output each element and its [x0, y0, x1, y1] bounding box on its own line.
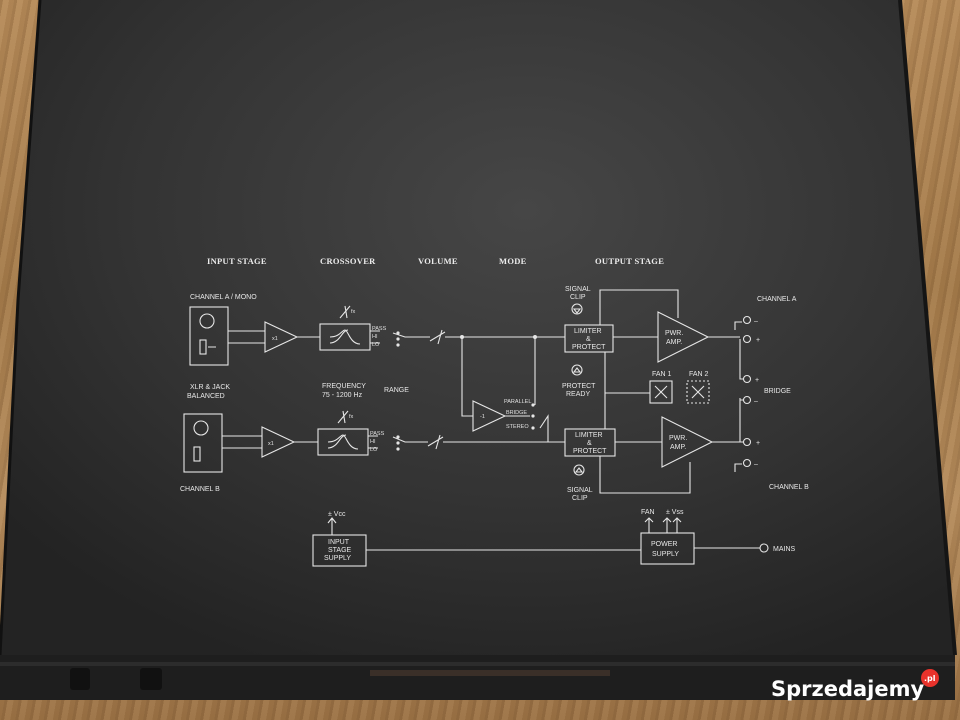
label-signal-b: SIGNAL [567, 487, 593, 494]
label-clip-a: CLIP [570, 294, 586, 301]
label-channel-b-left: CHANNEL B [180, 486, 220, 493]
mode-bridge: BRIDGE [506, 410, 527, 416]
input-connector-a [189, 306, 229, 366]
pass-label: PASS [370, 431, 385, 437]
knob [140, 668, 162, 690]
label-fan1: FAN 1 [652, 371, 672, 378]
input-supply-line3: SUPPLY [324, 555, 351, 562]
label-signal-a: SIGNAL [565, 286, 591, 293]
label-bridge-right: BRIDGE [764, 388, 791, 395]
mode-stereo: STEREO [506, 424, 529, 430]
terminal-plus: + [756, 440, 760, 447]
power-supply-line2: SUPPLY [652, 551, 679, 558]
lo-label: LO [370, 447, 378, 453]
label-channel-a-right: CHANNEL A [757, 296, 797, 303]
amp-label: AMP. [666, 339, 682, 346]
hi-label: HI [372, 334, 378, 340]
power-amp-b [661, 416, 714, 468]
header-mode: MODE [499, 256, 527, 266]
fx-label: fx [349, 414, 354, 420]
terminal [742, 374, 752, 384]
amp-label: AMP. [670, 444, 686, 451]
protect-label: PROTECT [572, 344, 606, 351]
label-vss: ± Vss [666, 509, 684, 516]
limiter-protect-a [564, 324, 614, 353]
label-clip-b: CLIP [572, 495, 588, 502]
label-protect: PROTECT [562, 383, 596, 390]
watermark-text: Sprzedajemy [771, 677, 925, 701]
terminal-plus: + [756, 337, 760, 344]
input-supply-line2: STAGE [328, 547, 352, 554]
label-frequency: FREQUENCY [322, 383, 366, 390]
amplifier-cover [0, 0, 955, 700]
fan2-icon [686, 380, 710, 404]
knob [70, 668, 90, 690]
fan1-icon [649, 380, 673, 404]
label-ready: READY [566, 391, 590, 398]
watermark-dot [921, 669, 939, 687]
pwr-label: PWR. [669, 435, 687, 442]
label-channel-b-right: CHANNEL B [769, 484, 809, 491]
label-fan2: FAN 2 [689, 371, 709, 378]
vent-strip [370, 670, 610, 676]
header-volume: VOLUME [418, 256, 458, 266]
input-supply-line1: INPUT [328, 539, 350, 546]
crossover-filter-b [317, 428, 369, 456]
gain-label: x1 [268, 441, 274, 447]
pass-label: PASS [372, 326, 387, 332]
header-input-stage: INPUT STAGE [207, 256, 267, 266]
terminal-minus: – [754, 461, 758, 468]
and-label: & [587, 440, 592, 447]
limiter-label: LIMITER [574, 328, 602, 335]
protect-led [571, 364, 583, 376]
terminal [742, 315, 752, 325]
terminal [742, 395, 752, 405]
crossover-filter-a [319, 323, 371, 351]
buffer-amp-b [261, 426, 296, 458]
clip-led-b [573, 464, 585, 476]
pwr-label: PWR. [665, 330, 683, 337]
jack-icon [199, 339, 207, 355]
jack-icon [193, 446, 201, 462]
limiter-label: LIMITER [575, 432, 603, 439]
header-output-stage: OUTPUT STAGE [595, 256, 664, 266]
terminal-minus: – [754, 318, 758, 325]
inverter [472, 400, 507, 432]
clip-led-a [571, 303, 583, 315]
xlr-icon [199, 313, 215, 329]
protect-label: PROTECT [573, 448, 607, 455]
label-mains: MAINS [773, 546, 796, 553]
hi-label: HI [370, 439, 376, 445]
label-vcc: ± Vcc [328, 511, 346, 518]
label-balanced: BALANCED [187, 393, 225, 400]
xlr-icon [193, 420, 209, 436]
terminal [742, 437, 752, 447]
label-channel-a-mono: CHANNEL A / MONO [190, 294, 257, 301]
fx-label: fx [351, 309, 356, 315]
label-fan: FAN [641, 509, 655, 516]
power-supply-line1: POWER [651, 541, 677, 548]
header-crossover: CROSSOVER [320, 256, 376, 266]
lo-label: LO [372, 342, 380, 348]
mains-plug-icon [759, 543, 769, 553]
terminal [742, 458, 752, 468]
terminal [742, 334, 752, 344]
and-label: & [586, 336, 591, 343]
terminal-minus: – [754, 398, 758, 405]
terminal-plus: + [755, 377, 759, 384]
input-connector-b [183, 413, 223, 473]
label-range: RANGE [384, 387, 409, 394]
mode-parallel: PARALLEL [504, 399, 531, 405]
label-xlr-jack: XLR & JACK [190, 384, 230, 391]
buffer-amp-a [264, 321, 299, 353]
power-amp-a [657, 311, 710, 363]
gain-label: x1 [272, 336, 278, 342]
watermark-suffix: .pl [924, 674, 936, 683]
label-freq-range: 75 - 1200 Hz [322, 392, 363, 399]
inverter-label: -1 [480, 414, 485, 420]
